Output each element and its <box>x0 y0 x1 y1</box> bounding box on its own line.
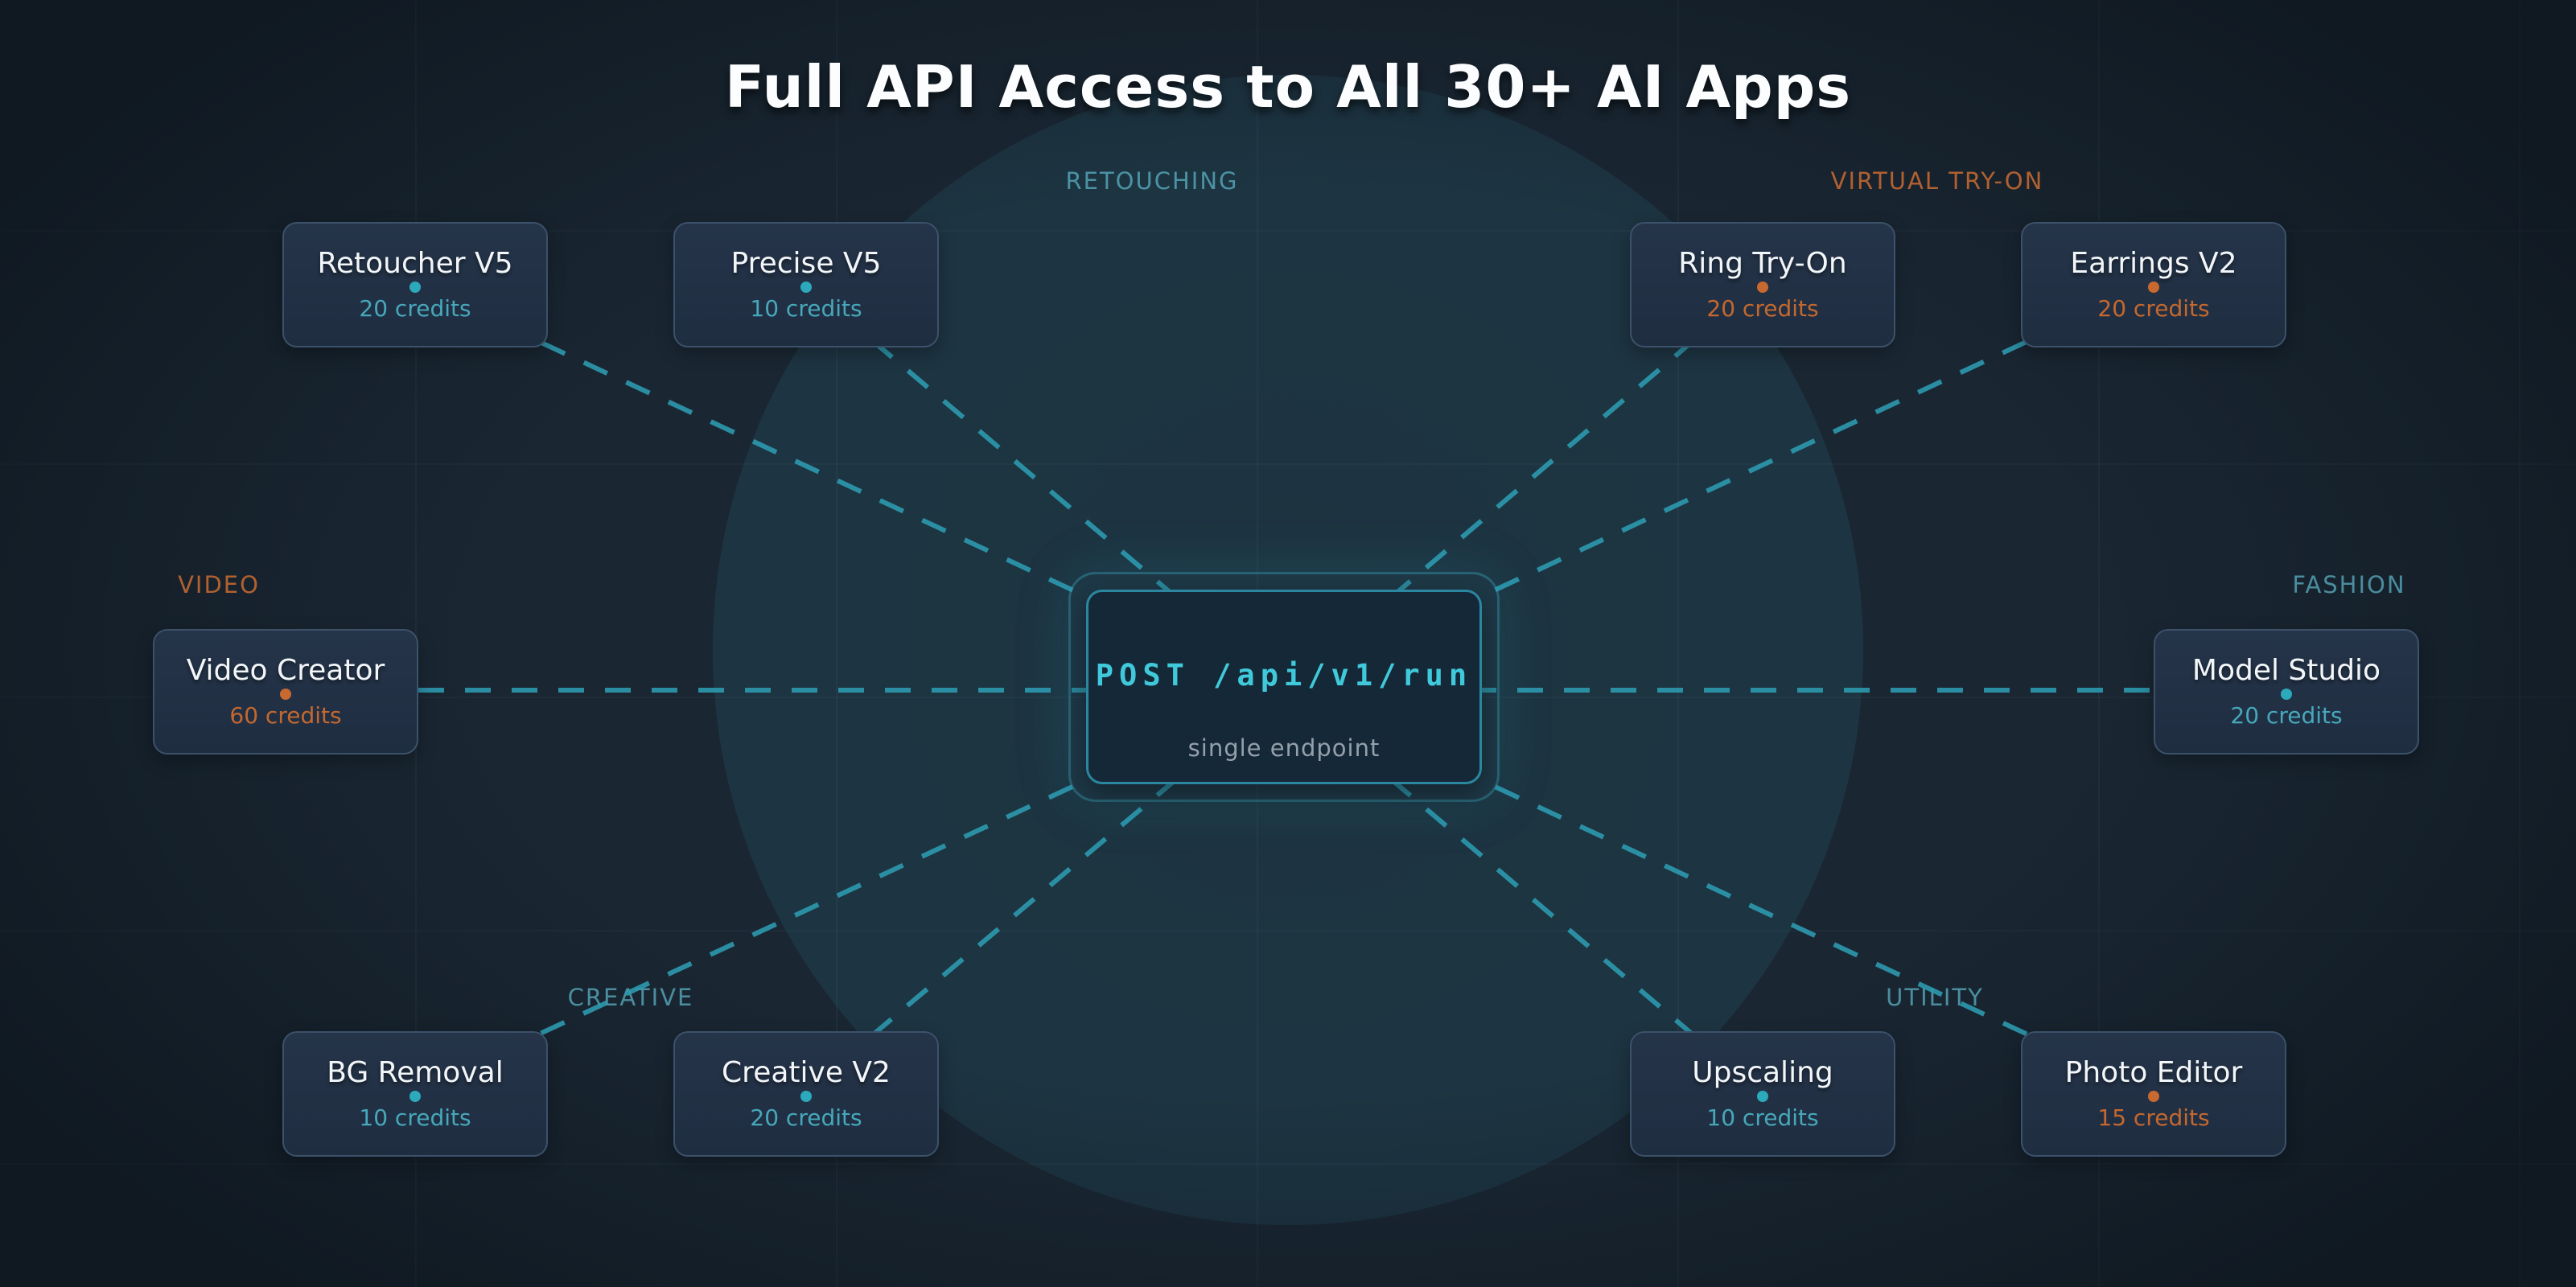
credit-dot <box>1757 1091 1768 1103</box>
app-name: Upscaling <box>1692 1055 1833 1089</box>
endpoint-node: POST /api/v1/run single endpoint <box>1086 590 1482 784</box>
endpoint-subtitle-text: single endpoint <box>1187 734 1381 762</box>
app-name: Video Creator <box>186 653 385 687</box>
app-name: Photo Editor <box>2064 1055 2243 1089</box>
app-name: Retoucher V5 <box>317 246 513 280</box>
category-label-fashion: FASHION <box>2292 571 2406 598</box>
app-name: Model Studio <box>2191 653 2381 687</box>
credit-dot <box>409 282 421 294</box>
app-credits: 10 credits <box>750 295 862 323</box>
app-card-photo-editor: Photo Editor 15 credits <box>2021 1031 2286 1157</box>
app-credits: 20 credits <box>2097 295 2210 323</box>
app-credits: 60 credits <box>229 702 342 730</box>
app-credits: 20 credits <box>1706 295 1819 323</box>
app-name: Creative V2 <box>722 1055 891 1089</box>
app-name: Earrings V2 <box>2070 246 2237 280</box>
credit-dot <box>800 1091 812 1103</box>
credit-dot <box>409 1091 421 1103</box>
app-credits: 20 credits <box>359 295 471 323</box>
app-credits: 10 credits <box>1706 1104 1819 1132</box>
app-card-retoucher-v5: Retoucher V5 20 credits <box>282 222 548 347</box>
app-card-video-creator: Video Creator 60 credits <box>153 629 418 755</box>
page-title: Full API Access to All 30+ AI Apps <box>724 53 1852 121</box>
category-label-creative: CREATIVE <box>567 984 694 1011</box>
category-label-retouching: RETOUCHING <box>1065 167 1239 195</box>
app-credits: 20 credits <box>2230 702 2343 730</box>
credit-dot <box>2281 689 2292 701</box>
category-label-virtual-try-on: VIRTUAL TRY-ON <box>1830 167 2044 195</box>
app-card-model-studio: Model Studio 20 credits <box>2154 629 2419 755</box>
app-credits: 20 credits <box>750 1104 862 1132</box>
app-card-upscaling: Upscaling 10 credits <box>1630 1031 1895 1157</box>
app-card-earrings-v2: Earrings V2 20 credits <box>2021 222 2286 347</box>
credit-dot <box>1757 282 1768 294</box>
app-name: BG Removal <box>327 1055 504 1089</box>
credit-dot <box>280 689 291 701</box>
app-card-bg-removal: BG Removal 10 credits <box>282 1031 548 1157</box>
endpoint-node-halo: POST /api/v1/run single endpoint <box>1068 572 1500 802</box>
app-name: Precise V5 <box>730 246 882 280</box>
credit-dot <box>800 282 812 294</box>
credit-dot <box>2148 282 2159 294</box>
credit-dot <box>2148 1091 2159 1103</box>
app-credits: 10 credits <box>359 1104 471 1132</box>
app-name: Ring Try-On <box>1678 246 1847 280</box>
category-label-video: VIDEO <box>178 571 260 598</box>
app-card-creative-v2: Creative V2 20 credits <box>673 1031 939 1157</box>
app-credits: 15 credits <box>2097 1104 2210 1132</box>
endpoint-request-text: POST /api/v1/run <box>1095 657 1473 693</box>
app-card-precise-v5: Precise V5 10 credits <box>673 222 939 347</box>
app-card-ring-try-on: Ring Try-On 20 credits <box>1630 222 1895 347</box>
